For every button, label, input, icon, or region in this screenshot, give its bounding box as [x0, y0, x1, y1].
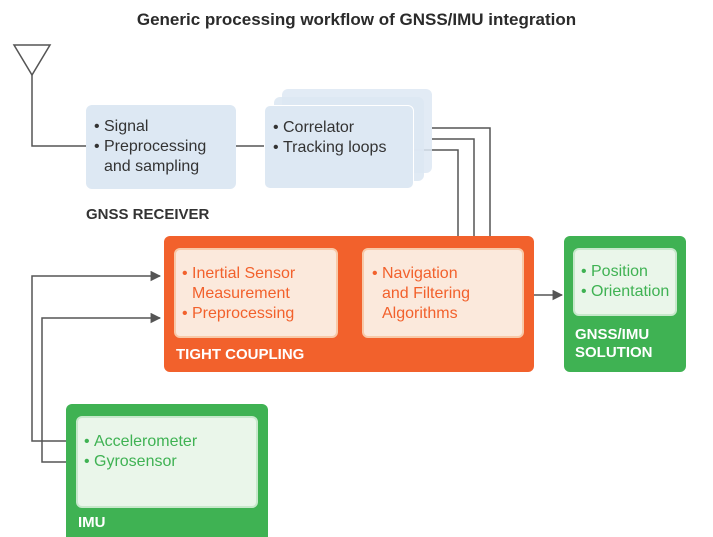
gyrosensor-feed-arrow	[41, 312, 162, 463]
gyrosensor-item: •Gyrosensor	[84, 453, 177, 470]
tight-coupling-block: •Inertial Sensor Measurement •Preprocess…	[164, 236, 534, 372]
navigation-item: •Navigation	[372, 265, 458, 282]
solution-label-line1: GNSS/IMU	[575, 326, 650, 343]
filtering-item: and Filtering	[382, 285, 471, 302]
signal-item: •Signal	[94, 118, 149, 135]
accelerometer-item: •Accelerometer	[84, 433, 198, 450]
tight-coupling-label: TIGHT COUPLING	[176, 346, 305, 363]
measurement-item: Measurement	[192, 285, 290, 302]
solution-label-line2: SOLUTION	[575, 344, 653, 361]
algorithms-item: Algorithms	[382, 305, 458, 322]
inertial-sensor-item: •Inertial Sensor	[182, 265, 296, 282]
signal-box: •Signal •Preprocessing and sampling	[86, 105, 236, 189]
preprocessing-item: •Preprocessing	[94, 138, 207, 155]
tracking-loops-item: •Tracking loops	[273, 139, 387, 156]
sensor-preprocessing-item: •Preprocessing	[182, 305, 295, 322]
solution-block: •Position •Orientation GNSS/IMU SOLUTION	[564, 236, 686, 372]
imu-label: IMU	[78, 514, 106, 531]
navigation-box: •Navigation and Filtering Algorithms	[362, 248, 524, 338]
solution-inner-box: •Position •Orientation	[573, 248, 677, 316]
imu-block: •Accelerometer •Gyrosensor IMU	[66, 404, 268, 537]
channel-arrow-2	[432, 138, 480, 248]
inertial-sensor-box: •Inertial Sensor Measurement •Preprocess…	[174, 248, 338, 338]
antenna-icon	[12, 44, 86, 147]
gnss-receiver-label: GNSS RECEIVER	[86, 206, 210, 223]
correlator-item: •Correlator	[273, 119, 355, 136]
position-item: •Position	[581, 263, 648, 280]
solution-label: GNSS/IMU SOLUTION	[575, 326, 653, 362]
imu-inner-box: •Accelerometer •Gyrosensor	[76, 416, 258, 508]
diagram-title: Generic processing workflow of GNSS/IMU …	[136, 10, 577, 29]
orientation-item: •Orientation	[581, 283, 670, 300]
correlator-box: •Correlator •Tracking loops	[264, 105, 414, 189]
accelerometer-feed-arrow	[31, 270, 162, 442]
channel-arrow-1	[432, 127, 496, 248]
sampling-item: and sampling	[104, 158, 200, 175]
